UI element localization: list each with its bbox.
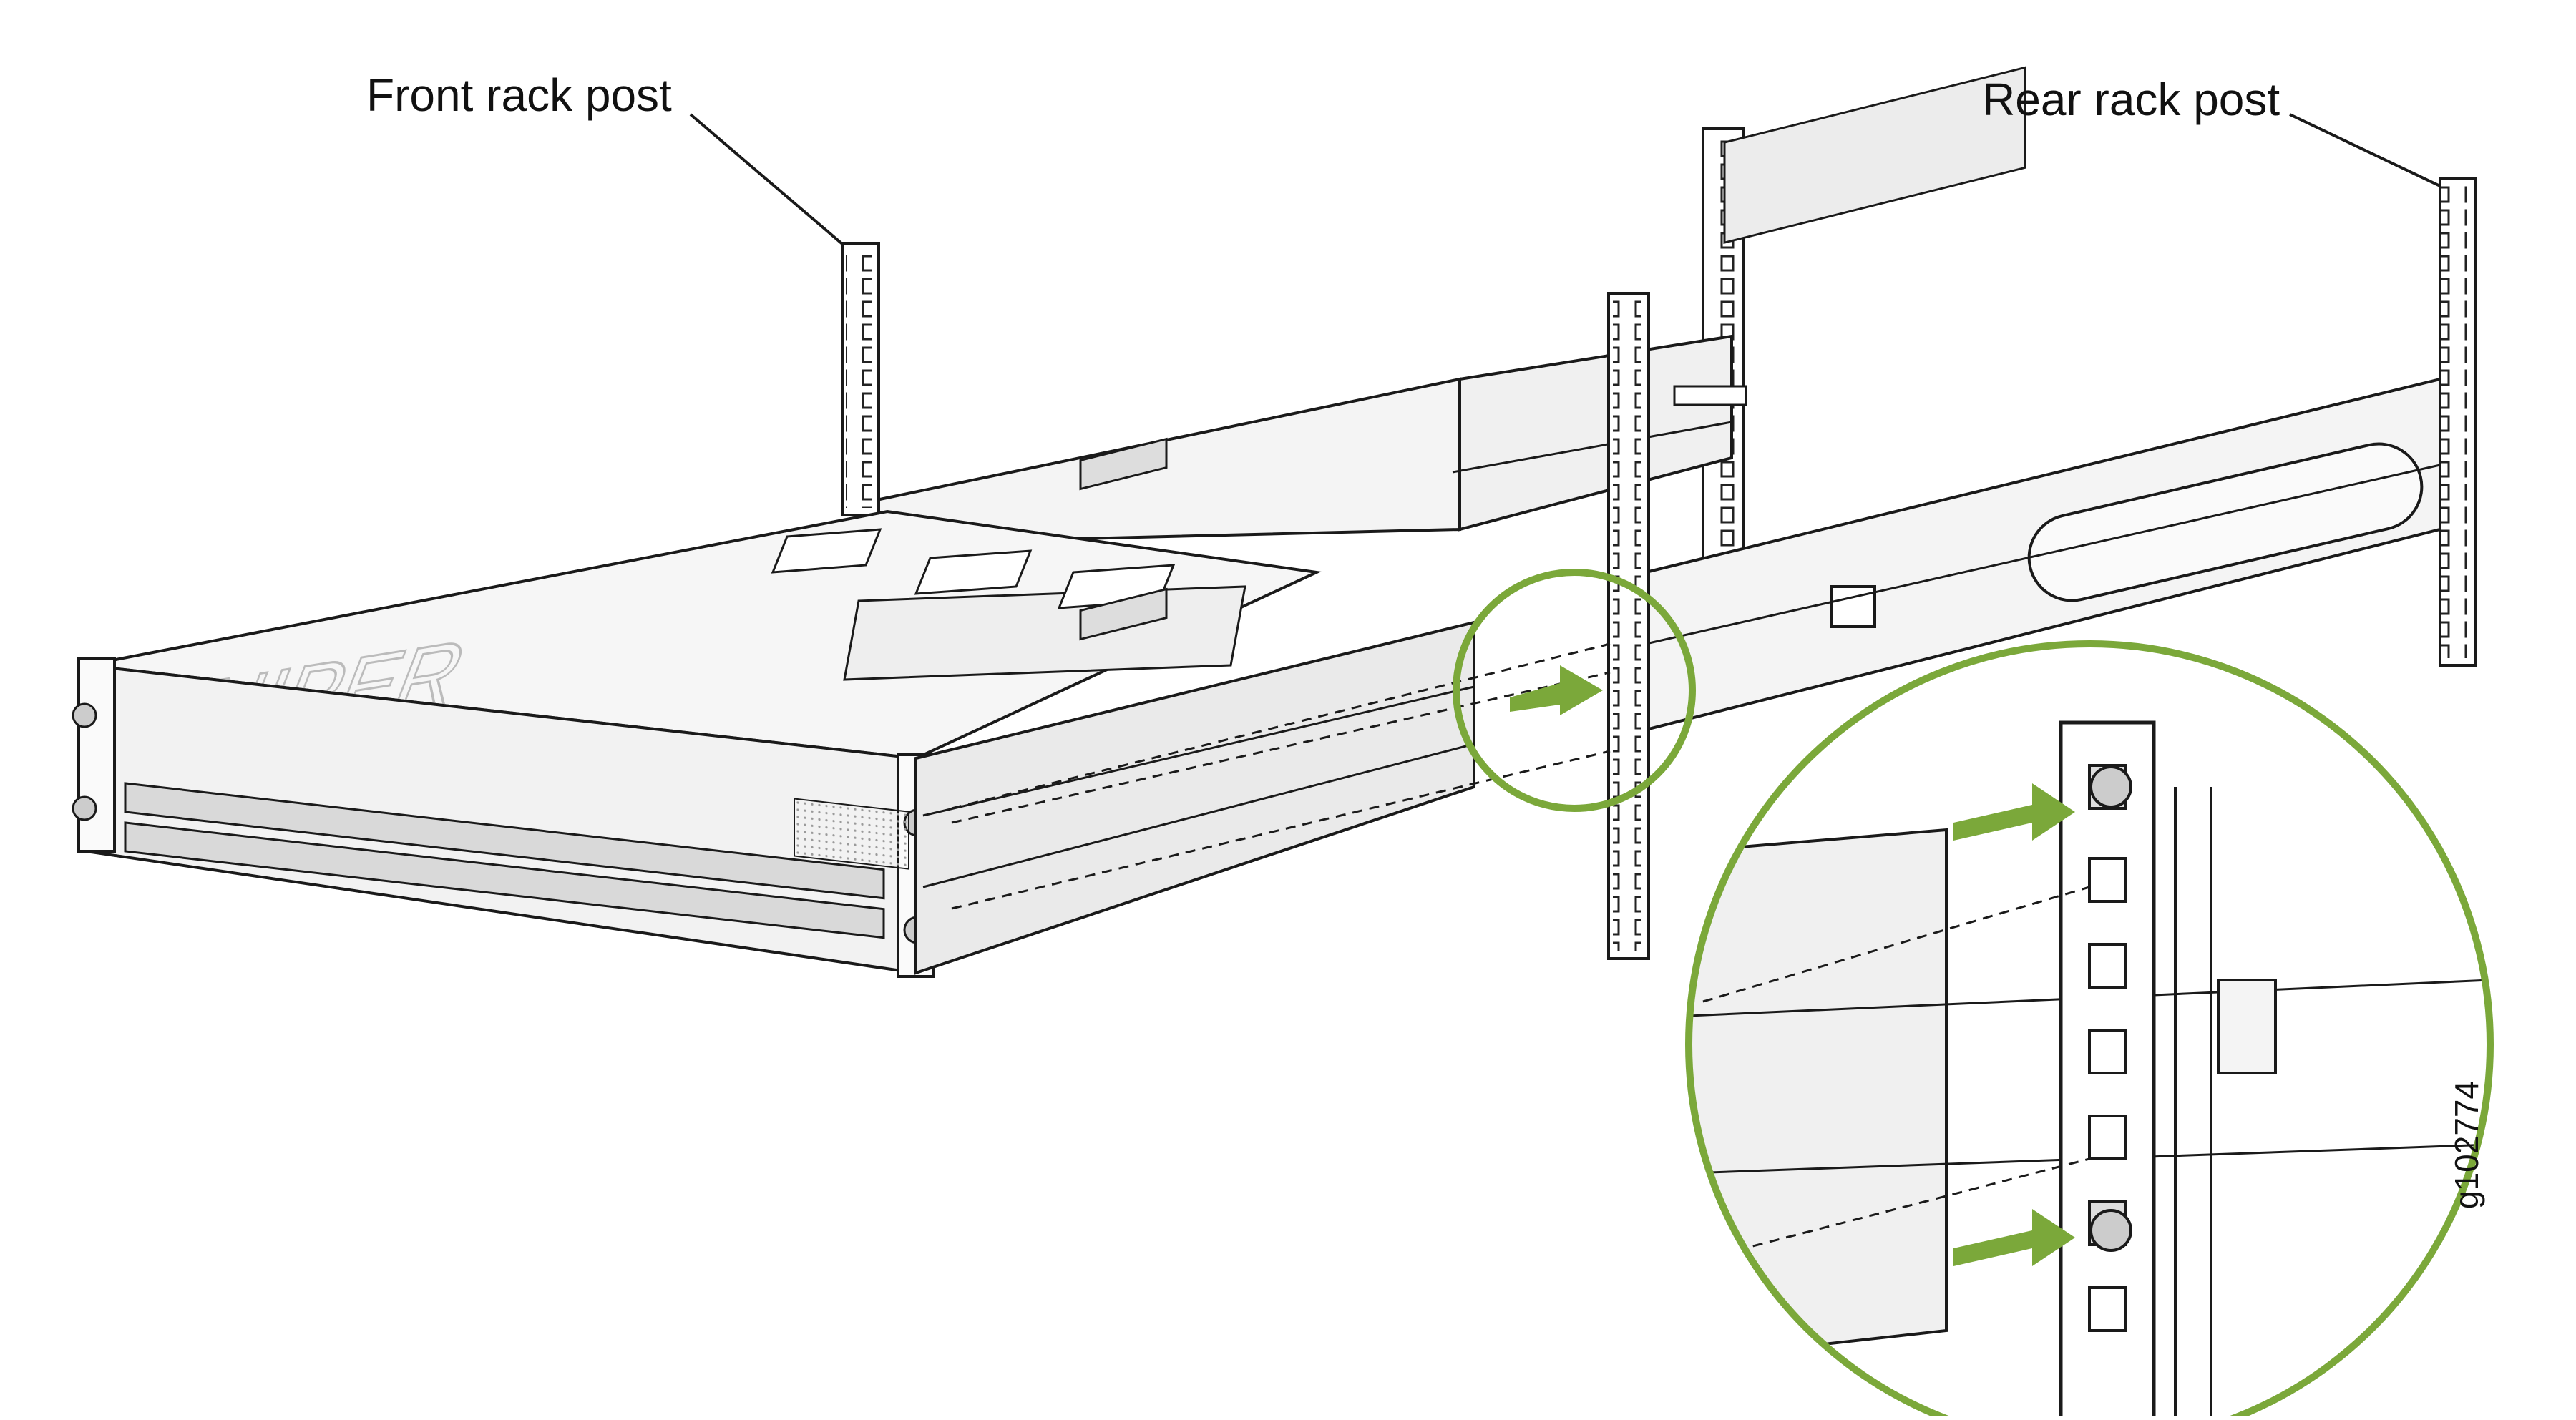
rear-rack-post-label: Rear rack post: [1982, 74, 2280, 125]
front-rack-post-right: [1607, 292, 1650, 960]
rear-post-leader: [2289, 113, 2441, 187]
port-row-upper: [124, 782, 885, 900]
insert-arrow-top: [1953, 783, 2075, 841]
front-rack-post-label: Front rack post: [366, 69, 672, 121]
insert-arrow-bottom: [1953, 1209, 2075, 1266]
zoom-detail: [1685, 640, 2494, 1420]
port-row-lower: [124, 821, 885, 939]
front-post-leader: [689, 113, 853, 253]
front-rack-post: [841, 242, 880, 516]
insert-arrow-small: [1510, 665, 1603, 715]
rear-rack-post: [2439, 177, 2477, 667]
detail-callout-circle: [1453, 569, 1696, 812]
switch-chassis: JUNIPER: [72, 437, 1475, 978]
alignment-lines: [951, 642, 1611, 910]
figure-id-label: g102774: [2448, 1080, 2485, 1209]
